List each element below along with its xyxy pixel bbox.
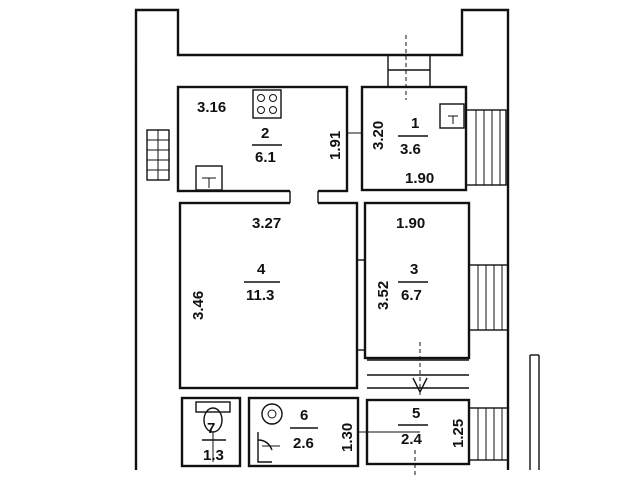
room-6-area: 2.6 bbox=[293, 435, 314, 452]
room-2-area: 6.1 bbox=[255, 149, 276, 166]
room-3-labels: 1.90 3 6.7 3.52 bbox=[375, 215, 428, 310]
room-2-number: 2 bbox=[261, 125, 269, 142]
entrance-arrow-corridor bbox=[412, 342, 428, 395]
room-3-number: 3 bbox=[410, 261, 418, 278]
room-1-depth: 3.20 bbox=[370, 121, 387, 150]
stairs-middle bbox=[468, 264, 509, 331]
room-4-area: 11.3 bbox=[246, 287, 274, 304]
room-3-width: 1.90 bbox=[396, 215, 425, 232]
room-1-labels: 3.20 1 3.6 1.90 bbox=[370, 115, 434, 187]
water-heater-icon bbox=[439, 103, 465, 129]
doorways bbox=[289, 55, 431, 351]
room-7-labels: 7 1.3 bbox=[202, 420, 226, 464]
washbasin-icon bbox=[261, 403, 283, 425]
building-outline bbox=[134, 8, 540, 470]
room-1-area: 3.6 bbox=[400, 141, 421, 158]
room-6-depth: 1.30 bbox=[339, 423, 356, 452]
window-grid-icon bbox=[146, 129, 170, 181]
room-1-number: 1 bbox=[411, 115, 419, 132]
room-5-depth: 1.25 bbox=[450, 419, 467, 448]
room-4-width: 3.27 bbox=[252, 215, 281, 232]
stairs-lower bbox=[468, 407, 509, 461]
room-5-labels: 5 2.4 1.25 bbox=[398, 405, 467, 448]
room-2-depth: 1.91 bbox=[327, 131, 344, 160]
room-7-number: 7 bbox=[207, 420, 215, 437]
stove-icon bbox=[252, 89, 282, 119]
room-1-width: 1.90 bbox=[405, 170, 434, 187]
room-walls bbox=[176, 85, 471, 468]
room-7-area: 1.3 bbox=[203, 447, 224, 464]
room-6-labels: 6 2.6 1.30 bbox=[290, 407, 356, 452]
room-6-number: 6 bbox=[300, 407, 308, 424]
stairs-upper bbox=[465, 109, 507, 186]
toilet-icon bbox=[195, 401, 231, 462]
room-2-labels: 3.16 2 6.1 1.91 bbox=[197, 99, 344, 166]
bathtub-icon bbox=[257, 432, 280, 463]
room-3-depth: 3.52 bbox=[375, 281, 392, 310]
room-5-area: 2.4 bbox=[401, 431, 423, 448]
sink-icon bbox=[195, 165, 223, 191]
room-4-labels: 3.27 4 11.3 3.46 bbox=[190, 215, 281, 320]
dimension-lines bbox=[347, 132, 420, 433]
room-2-width: 3.16 bbox=[197, 99, 226, 116]
room-4-number: 4 bbox=[257, 261, 266, 278]
room-3-area: 6.7 bbox=[401, 287, 422, 304]
room-5-number: 5 bbox=[412, 405, 420, 422]
room-4-depth: 3.46 bbox=[190, 291, 207, 320]
